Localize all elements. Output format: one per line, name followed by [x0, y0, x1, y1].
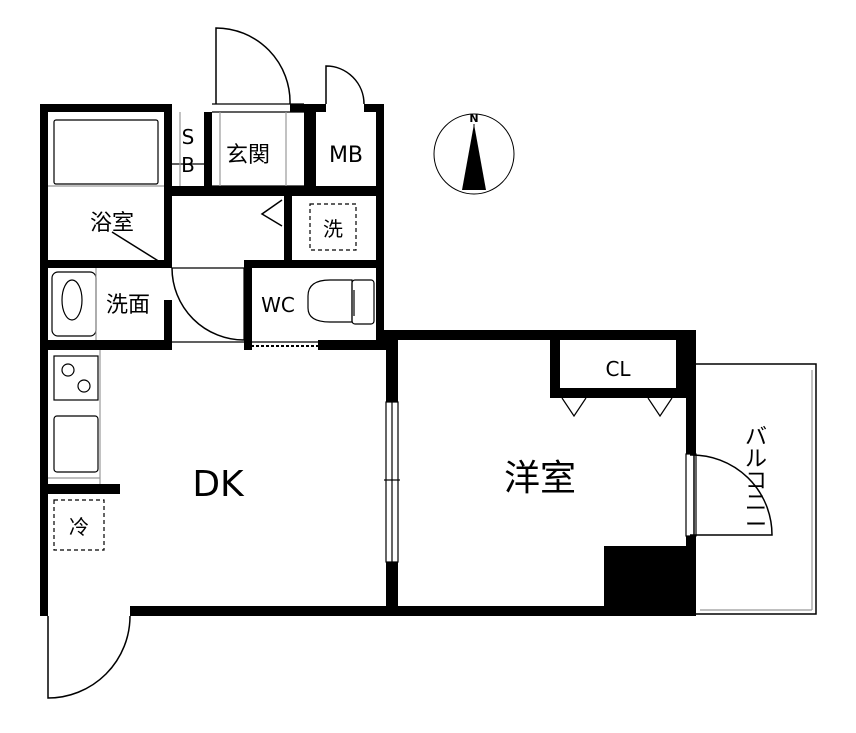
balcony-door-swing — [689, 454, 773, 536]
wall — [130, 606, 696, 616]
wall — [244, 260, 384, 268]
balcony-char: コ — [745, 469, 767, 494]
wall — [318, 340, 388, 350]
stove — [53, 355, 99, 401]
balcony-char: ル — [745, 447, 767, 472]
room-labels: S B 玄関 MB 浴室 洗 洗面 WC CL DK 洋室 冷 バ ル コ ニ … — [69, 125, 767, 539]
sb-label-line1: S — [182, 125, 195, 149]
wc-label: WC — [261, 293, 295, 317]
wall — [304, 112, 316, 190]
exit-door-swing — [47, 615, 131, 699]
balcony-char: ー — [745, 513, 767, 538]
wall — [676, 340, 686, 398]
closet-door-left — [561, 397, 587, 418]
closet-door-right — [647, 397, 673, 418]
toilet-door-mark — [260, 199, 283, 227]
sink — [51, 271, 97, 337]
mb-door-swing — [325, 65, 365, 105]
washroom-label: 洗面 — [106, 293, 150, 318]
bath-door-swing — [111, 231, 161, 263]
fridge-label: 冷 — [69, 515, 89, 539]
wall — [386, 340, 398, 402]
bathtub — [53, 119, 159, 185]
wall — [550, 340, 560, 398]
walls — [40, 104, 696, 616]
wall — [386, 562, 398, 610]
cl-label: CL — [605, 357, 631, 381]
balcony-char: ニ — [745, 491, 767, 516]
sb-label-line2: B — [181, 153, 195, 177]
compass: N — [433, 112, 515, 195]
bath-label: 浴室 — [90, 211, 134, 236]
wall — [40, 104, 172, 112]
compass-label: N — [469, 112, 478, 125]
genkan-label: 玄関 — [226, 143, 270, 168]
entrance-door-swing — [215, 27, 291, 105]
wall — [204, 112, 212, 190]
wall — [48, 260, 172, 268]
balcony — [693, 363, 817, 615]
pipe-shaft — [604, 546, 686, 608]
washer-space — [309, 203, 357, 251]
wall — [686, 330, 696, 454]
wall — [290, 104, 326, 112]
washer-label: 洗 — [323, 217, 343, 241]
wall — [48, 484, 120, 494]
wall — [40, 606, 48, 616]
fridge-space — [53, 499, 105, 551]
toilet — [307, 279, 353, 323]
wall — [244, 260, 252, 350]
thin-lines — [48, 103, 697, 563]
door-swings — [47, 27, 773, 699]
balcony-label: バ ル コ ニ ー — [745, 425, 767, 538]
western-room-label: 洋室 — [504, 458, 576, 499]
wall — [686, 536, 696, 616]
wall — [164, 300, 172, 350]
kitchen-sink — [53, 415, 99, 473]
wall — [48, 340, 172, 350]
balcony-outline — [693, 363, 817, 615]
wall — [364, 104, 384, 112]
balcony-char: バ — [745, 425, 767, 450]
wall — [384, 330, 696, 340]
wall — [284, 196, 292, 260]
dk-label: DK — [192, 464, 245, 505]
hall-door-swing — [171, 267, 245, 341]
wall — [164, 186, 384, 196]
mb-label: MB — [329, 143, 363, 168]
wall — [376, 104, 384, 340]
wall — [40, 104, 48, 616]
wall — [550, 388, 686, 398]
balcony-window — [685, 453, 697, 537]
